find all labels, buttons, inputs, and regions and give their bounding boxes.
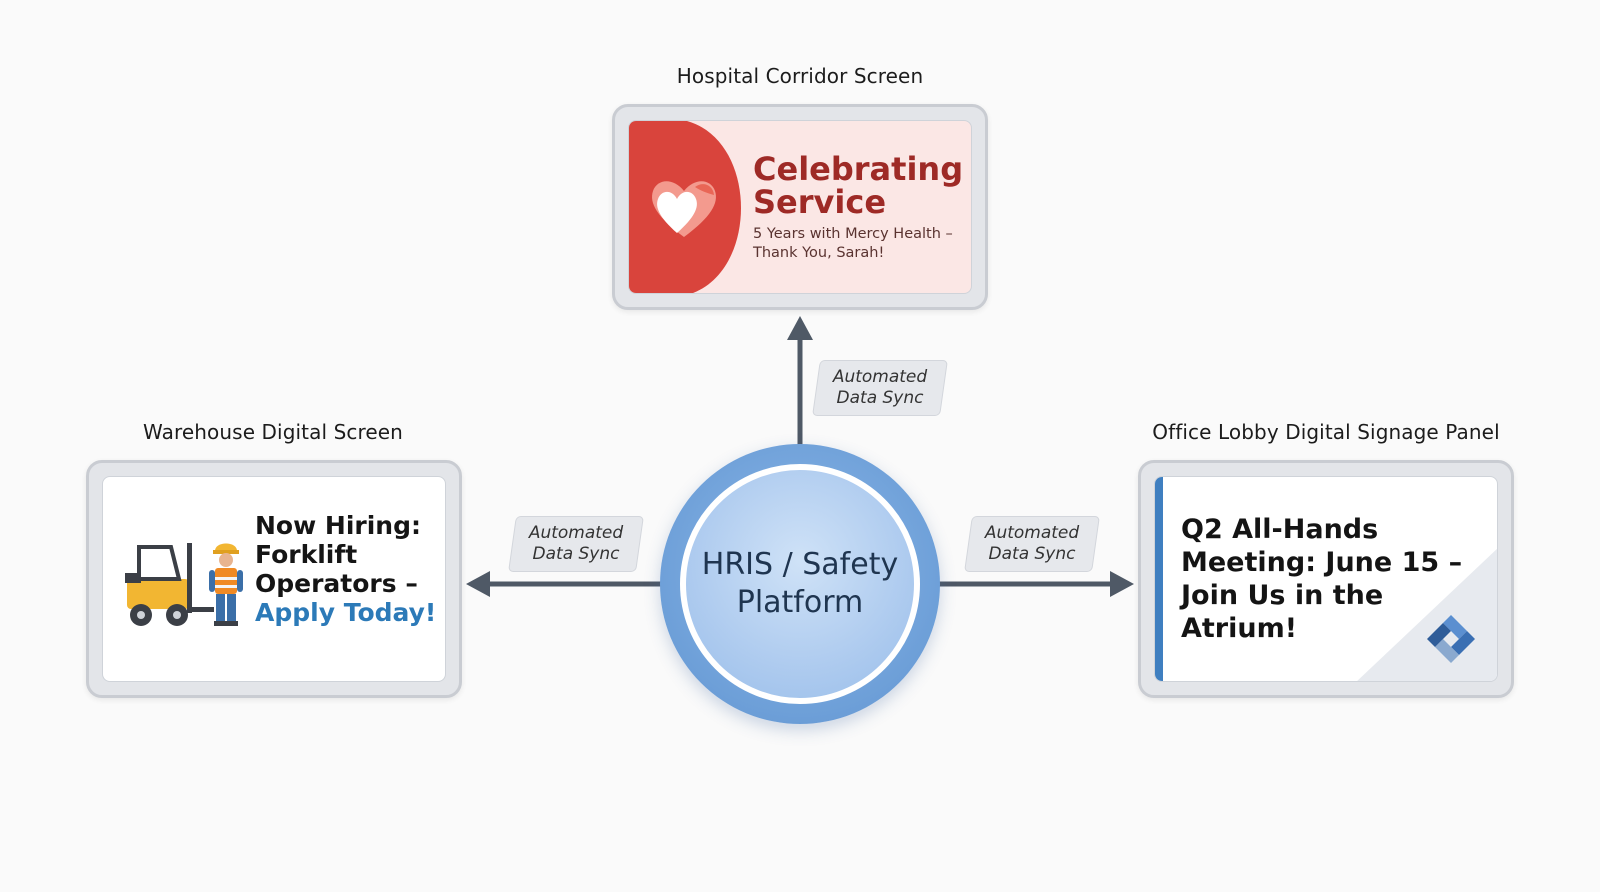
office-accent-bar bbox=[1155, 477, 1163, 681]
sync-tag-right-text: Automated Data Sync bbox=[984, 523, 1080, 564]
office-screen-bezel: Q2 All-Hands Meeting: June 15 – Join Us … bbox=[1138, 460, 1514, 698]
office-screen-display: Q2 All-Hands Meeting: June 15 – Join Us … bbox=[1154, 476, 1498, 682]
company-logo-icon bbox=[1427, 615, 1475, 663]
sync-tag-top-text: Automated Data Sync bbox=[832, 367, 928, 408]
sync-tag-top: Automated Data Sync bbox=[812, 360, 948, 416]
office-headline: Q2 All-Hands Meeting: June 15 – Join Us … bbox=[1181, 514, 1463, 644]
hub-label: HRIS / Safety Platform bbox=[701, 547, 899, 620]
arrow-head-warehouse bbox=[466, 571, 490, 597]
warehouse-headline-text: Now Hiring: Forklift Operators – bbox=[255, 511, 421, 598]
office-screen-label: Office Lobby Digital Signage Panel bbox=[1152, 420, 1500, 444]
warehouse-headline: Now Hiring: Forklift Operators – Apply T… bbox=[255, 511, 445, 627]
hris-platform-hub: HRIS / Safety Platform bbox=[660, 444, 940, 724]
warehouse-screen-display: Now Hiring: Forklift Operators – Apply T… bbox=[102, 476, 446, 682]
heart-icon bbox=[652, 181, 716, 237]
hospital-screen-bezel: Celebrating Service 5 Years with Mercy H… bbox=[612, 104, 988, 310]
warehouse-screen-bezel: Now Hiring: Forklift Operators – Apply T… bbox=[86, 460, 462, 698]
hospital-headline: Celebrating Service bbox=[753, 150, 964, 221]
hospital-screen-display: Celebrating Service 5 Years with Mercy H… bbox=[628, 120, 972, 294]
warehouse-headline-accent: Apply Today! bbox=[255, 598, 437, 627]
sync-tag-left: Automated Data Sync bbox=[508, 516, 644, 572]
hospital-screen-label: Hospital Corridor Screen bbox=[676, 64, 924, 88]
warehouse-screen-label: Warehouse Digital Screen bbox=[143, 420, 403, 444]
sync-tag-left-text: Automated Data Sync bbox=[528, 523, 624, 564]
hris-platform-hub-inner: HRIS / Safety Platform bbox=[680, 464, 920, 704]
sync-tag-right: Automated Data Sync bbox=[964, 516, 1100, 572]
forklift-worker-icon bbox=[125, 543, 243, 626]
hospital-subtext: 5 Years with Mercy Health – Thank You, S… bbox=[753, 226, 953, 261]
arrow-head-hospital bbox=[787, 316, 813, 340]
arrow-head-office bbox=[1110, 571, 1134, 597]
